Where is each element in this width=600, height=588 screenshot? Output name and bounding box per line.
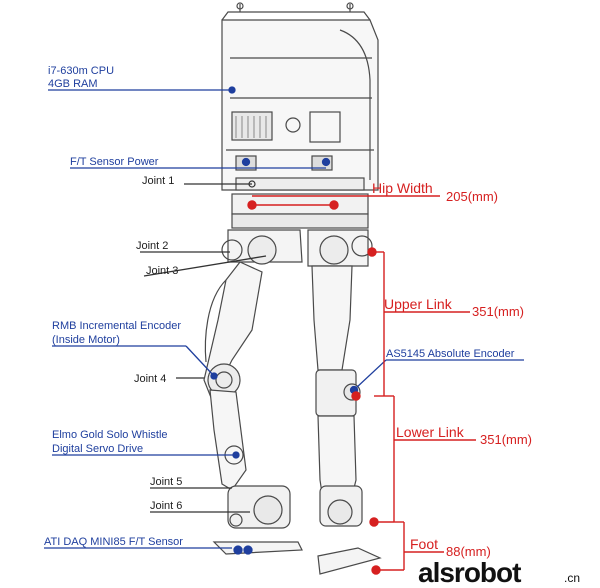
ram-label: 4GB RAM xyxy=(48,78,98,90)
ft-sensor-power-label: F/T Sensor Power xyxy=(70,156,159,168)
watermark-brand: alsrobot xyxy=(418,557,521,588)
hip-plate xyxy=(231,177,369,229)
as5145-encoder-label: AS5145 Absolute Encoder xyxy=(386,348,515,360)
joint4-label: Joint 4 xyxy=(134,373,166,385)
left-leg xyxy=(203,229,303,555)
callout-lines xyxy=(44,86,524,555)
robot-illustration xyxy=(203,2,382,575)
elmo-drive-label: Elmo Gold Solo Whistle xyxy=(52,429,168,441)
hip-width-value: 205(mm) xyxy=(446,189,498,204)
upper-link-value: 351(mm) xyxy=(472,304,524,319)
watermark-suffix: .cn xyxy=(564,571,580,585)
lower-link-label: Lower Link xyxy=(396,424,465,440)
elmo-drive-sub-label: Digital Servo Drive xyxy=(52,443,143,455)
joint3-label: Joint 3 xyxy=(146,265,178,277)
foot-label: Foot xyxy=(410,536,438,552)
foot-value: 88(mm) xyxy=(446,544,491,559)
joint6-label: Joint 6 xyxy=(150,500,182,512)
right-leg xyxy=(307,229,382,575)
dimension-lines xyxy=(247,195,476,575)
cpu-label: i7-630m CPU xyxy=(48,65,114,77)
joint5-label: Joint 5 xyxy=(150,476,182,488)
rmb-encoder-sub-label: (Inside Motor) xyxy=(52,334,120,346)
rmb-encoder-label: RMB Incremental Encoder xyxy=(52,320,181,332)
ati-sensor-label: ATI DAQ MINI85 F/T Sensor xyxy=(44,536,183,548)
hip-width-label: Hip Width xyxy=(372,180,433,196)
joint1-label: Joint 1 xyxy=(142,175,174,187)
computer-box xyxy=(221,2,379,191)
lower-link-value: 351(mm) xyxy=(480,432,532,447)
upper-link-label: Upper Link xyxy=(384,296,453,312)
joint2-label: Joint 2 xyxy=(136,240,168,252)
